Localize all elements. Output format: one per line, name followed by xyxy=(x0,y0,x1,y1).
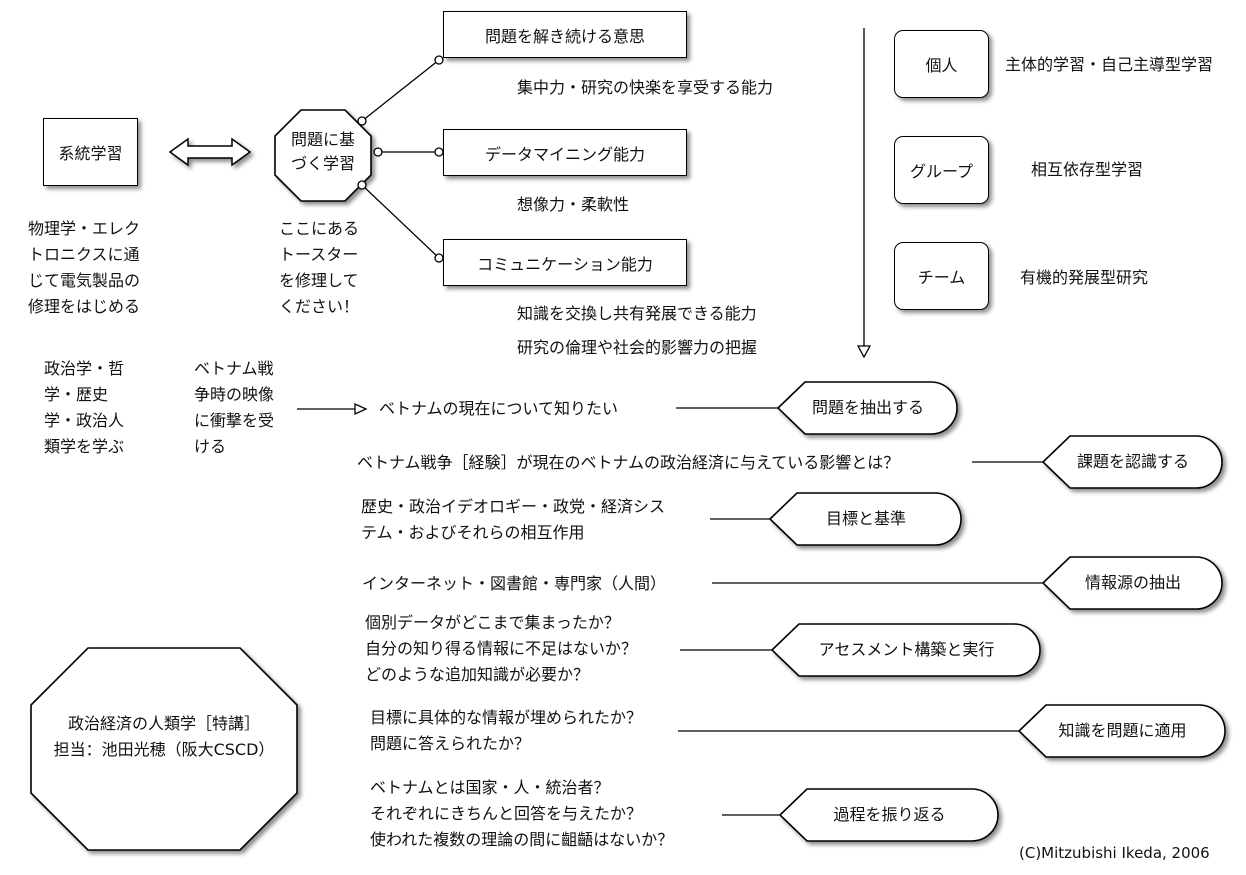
pbl-octagon xyxy=(274,109,372,202)
mode-box-individual: 個人 xyxy=(894,30,989,98)
step-label-1: 問題を抽出する xyxy=(811,398,924,417)
ability-box-communication: コミュニケーション能力 xyxy=(443,239,687,286)
mode-desc-individual: 主体的学習・自己主導型学習 xyxy=(1005,55,1214,74)
ability-note-willpower: 集中力・研究の快楽を享受する能力 xyxy=(517,78,774,97)
step-text-6: 目標に具体的な情報が埋められたか？ 問題に答えられたか？ xyxy=(370,708,643,753)
double-arrow-icon xyxy=(168,137,252,167)
step-label-7: 過程を振り返る xyxy=(833,805,946,824)
systematic-learning-box: 系統学習 xyxy=(43,118,138,186)
ability-box-willpower: 問題を解き続ける意思 xyxy=(443,11,687,58)
mode-desc-team: 有機的発展型研究 xyxy=(1020,268,1149,287)
ability-connectors xyxy=(357,55,444,263)
copyright-text: (C)Mitzubishi Ikeda, 2006 xyxy=(1019,844,1210,862)
step-connectors xyxy=(676,407,1043,816)
step-text-4: インターネット・図書館・専門家（人間） xyxy=(362,574,667,593)
systematic-learning-label: 系統学習 xyxy=(58,144,123,163)
ability-note-communication: 知識を交換し共有発展できる能力 研究の倫理や社会的影響力の把握 xyxy=(517,304,758,357)
ability-box-datamining: データマイニング能力 xyxy=(443,129,687,176)
step-text-7: ベトナムとは国家・人・統治者？ それぞれにきちんと回答を与えたか？ 使われた複数… xyxy=(370,778,674,849)
step-label-5: アセスメント構築と実行 xyxy=(818,640,995,659)
subjects-text: 政治学・哲 学・歴史 学・政治人 類学を学ぶ xyxy=(44,359,125,456)
physics-text: 物理学・エレク トロニクスに通 じて電気製品の 修理をはじめる xyxy=(28,219,141,316)
mode-box-group: グループ xyxy=(894,136,989,204)
step-label-2: 課題を認識する xyxy=(1076,452,1189,471)
ability-note-datamining: 想像力・柔軟性 xyxy=(517,195,630,214)
step-shape-2 xyxy=(1041,435,1223,489)
vietnam-text: ベトナム戦 争時の映像 に衝撃を受 ける xyxy=(194,359,275,456)
step-shape-3 xyxy=(768,492,962,546)
right-arrow-icon xyxy=(297,402,368,416)
step-label-4: 情報源の抽出 xyxy=(1084,573,1181,592)
step-label-6: 知識を問題に適用 xyxy=(1058,721,1187,740)
step-shapes xyxy=(768,381,1226,842)
step-shape-4 xyxy=(1041,556,1223,610)
course-label: 政治経済の人類学［特講］ 担当：池田光穂（阪大CSCD） xyxy=(53,714,275,759)
course-octagon xyxy=(30,647,298,851)
step-label-3: 目標と基準 xyxy=(825,509,906,528)
down-arrow-icon xyxy=(856,28,872,359)
toaster-text: ここにある トースター を修理して ください！ xyxy=(279,219,360,316)
step-shape-5 xyxy=(770,623,1041,677)
step-text-5: 個別データがどこまで集まったか？ 自分の知り得る情報に不足はないか？ どのような… xyxy=(365,613,638,684)
mode-box-team: チーム xyxy=(894,242,989,310)
step-text-2: ベトナム戦争［経験］が現在のベトナムの政治経済に与えている影響とは？ xyxy=(357,453,900,472)
step-shape-1 xyxy=(776,381,958,435)
step-shape-6 xyxy=(1017,704,1226,758)
step-shape-7 xyxy=(778,788,999,842)
step-text-3: 歴史・政治イデオロギー・政党・経済シス テム・およびそれらの相互作用 xyxy=(361,497,666,542)
step-text-1: ベトナムの現在について知りたい xyxy=(379,399,619,418)
mode-desc-group: 相互依存型学習 xyxy=(1031,160,1144,179)
pbl-label: 問題に基 づく学習 xyxy=(290,130,355,173)
